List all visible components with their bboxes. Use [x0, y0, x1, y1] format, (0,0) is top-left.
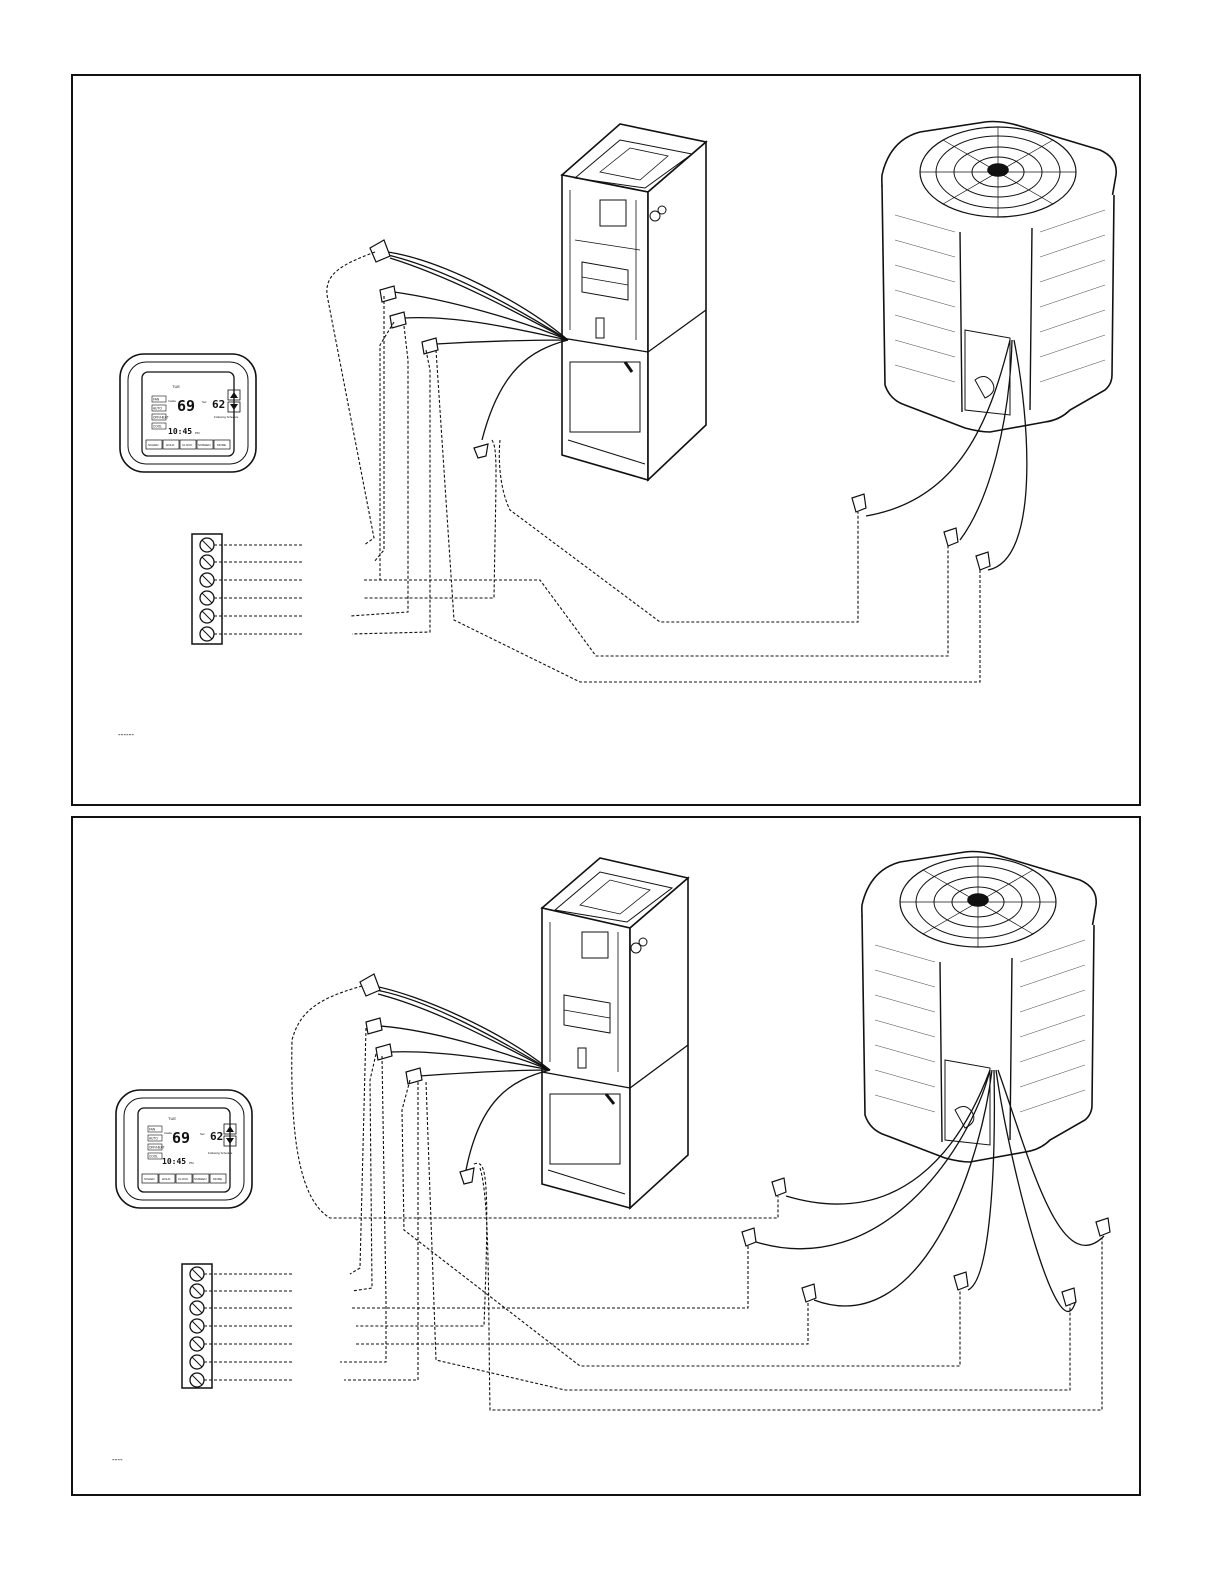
- thermostat-hold-button[interactable]: HOLD: [162, 1177, 171, 1181]
- thermostat-mode-button[interactable]: OFF/HEAT: [153, 416, 169, 420]
- thermostat-inside-label: Inside: [168, 399, 176, 403]
- thermostat-status: Following Schedule: [214, 415, 239, 419]
- thermostat-hold-button[interactable]: HOLD: [166, 443, 175, 447]
- condenser-unit: [862, 852, 1096, 1163]
- thermostat-day: TUE: [168, 1116, 176, 1121]
- thermostat: TUE FAN AUTO OFF/HEAT COOL Inside 69 Set…: [120, 354, 256, 472]
- thermostat-fan-button[interactable]: FAN: [149, 1128, 156, 1132]
- air-handler-wires: [388, 252, 568, 440]
- air-handler-unit: [542, 858, 688, 1208]
- terminal-strip: [192, 534, 304, 644]
- thermostat-inside-temp: 69: [177, 397, 195, 415]
- thermostat-set-label: Set: [200, 1132, 205, 1136]
- panel-top: TUE FAN AUTO OFF/HEAT COOL Inside 69 Set…: [72, 75, 1140, 805]
- thermostat-clock: 10:45: [162, 1157, 186, 1166]
- thermostat-clock-button[interactable]: CLOCK: [178, 1177, 188, 1181]
- thermostat-screen-button[interactable]: SCREEN: [194, 1177, 207, 1181]
- thermostat-inside-temp: 69: [172, 1129, 190, 1147]
- thermostat-status: Following Schedule: [208, 1151, 233, 1155]
- thermostat-sched-button[interactable]: SCHED: [144, 1177, 155, 1181]
- thermostat-clock: 10:45: [168, 427, 192, 436]
- thermostat-sched-button[interactable]: SCHED: [148, 443, 159, 447]
- thermostat-clock-suffix: PM: [195, 431, 200, 435]
- panel-bottom: TUE FAN AUTO OFF/HEAT COOL Inside 69 Set…: [72, 817, 1140, 1495]
- thermostat-clock-button[interactable]: CLOCK: [182, 443, 192, 447]
- thermostat-set-temp: 62: [212, 398, 225, 411]
- thermostat-cool-button[interactable]: COOL: [149, 1155, 158, 1159]
- thermostat-day: TUE: [172, 384, 180, 389]
- thermostat-clock-suffix: PM: [189, 1161, 194, 1165]
- air-handler-wires: [374, 986, 550, 1170]
- legend-dashed-sample: ------: [118, 730, 134, 739]
- thermostat-cool-button[interactable]: COOL: [153, 425, 162, 429]
- legend-dashed-sample: ----: [112, 1455, 123, 1464]
- thermostat-auto-button[interactable]: AUTO: [149, 1137, 158, 1141]
- thermostat: TUE FAN AUTO OFF/HEAT COOL Inside 69 Set…: [116, 1090, 252, 1208]
- air-handler-unit: [562, 124, 706, 480]
- terminal-strip: [182, 1264, 294, 1388]
- thermostat-auto-button[interactable]: AUTO: [153, 407, 162, 411]
- thermostat-set-temp: 62: [210, 1130, 223, 1143]
- wire-nuts: [360, 974, 474, 1184]
- thermostat-more-button[interactable]: MORE: [217, 443, 226, 447]
- condenser-wire-nuts: [742, 1178, 1110, 1306]
- thermostat-mode-button[interactable]: OFF/HEAT: [149, 1146, 165, 1150]
- condenser-unit: [882, 122, 1116, 433]
- thermostat-fan-button[interactable]: FAN: [153, 398, 160, 402]
- wire-nuts: [370, 240, 488, 458]
- condenser-wire-nuts: [852, 494, 990, 570]
- thermostat-screen-button[interactable]: SCREEN: [198, 443, 211, 447]
- thermostat-set-label: Set: [202, 400, 207, 404]
- thermostat-more-button[interactable]: MORE: [213, 1177, 222, 1181]
